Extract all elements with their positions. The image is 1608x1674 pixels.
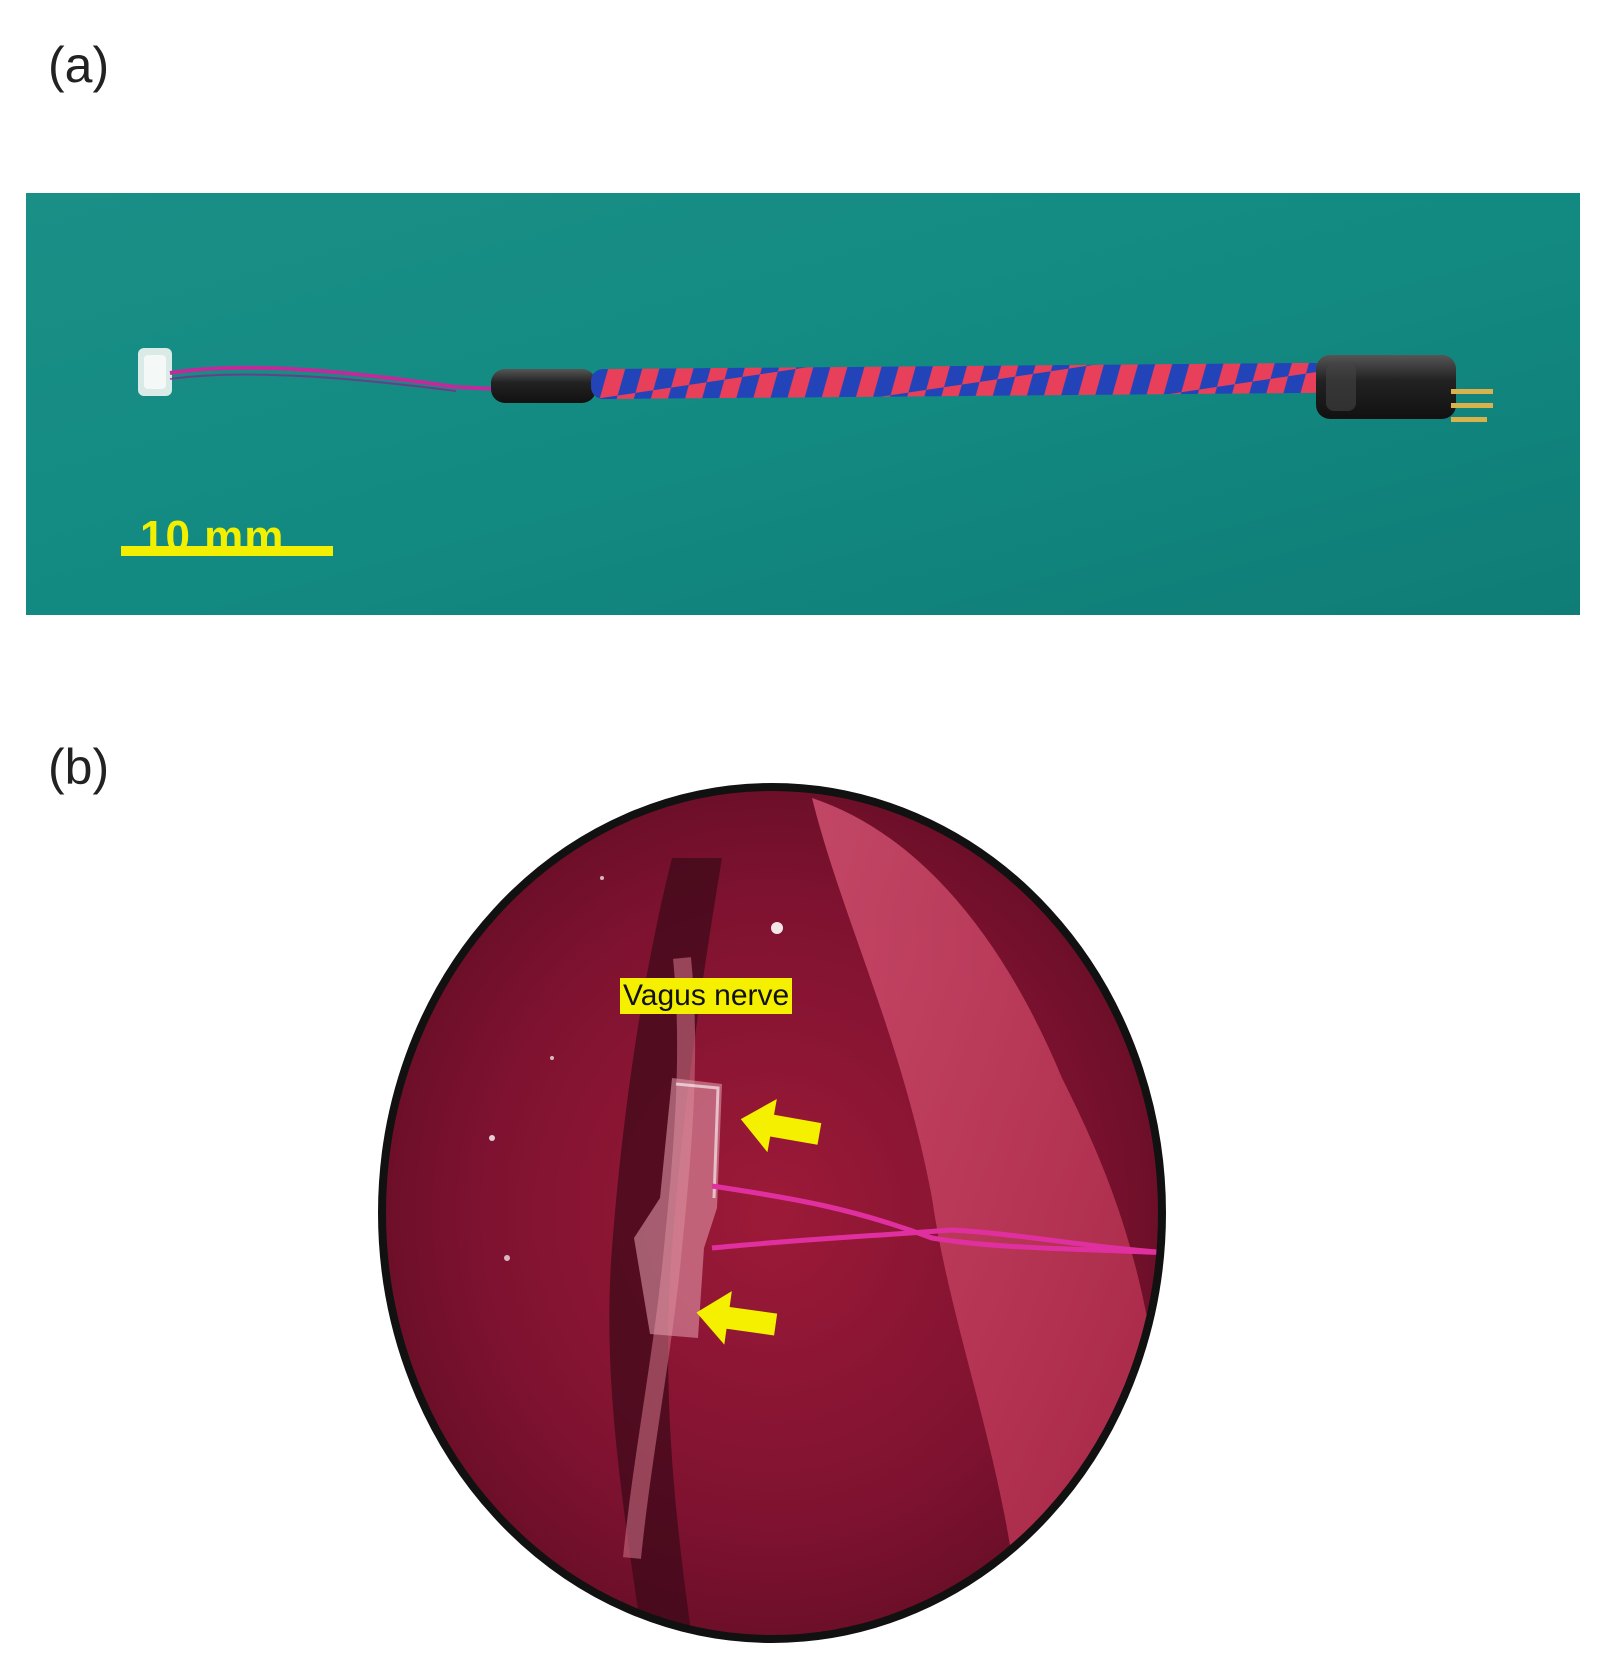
panel-b-label: (b) <box>48 739 110 795</box>
connector <box>1316 355 1493 422</box>
surgical-photo <box>372 778 1172 1648</box>
muscle-tissue <box>812 798 1162 1639</box>
nerve-cuff <box>138 348 172 396</box>
vagus-nerve-label: Vagus nerve <box>620 978 793 1014</box>
thin-lead-wire <box>169 365 497 391</box>
twisted-cable <box>590 362 1327 400</box>
implanted-cuff <box>634 1078 722 1338</box>
lead-wire-1 <box>711 1183 1162 1256</box>
panel-a-label: (a) <box>48 37 110 93</box>
arrow-lower <box>696 1291 778 1345</box>
lead-wire-2 <box>711 1227 1162 1256</box>
scale-bar <box>121 546 333 556</box>
heatshrink-sleeve-1 <box>491 369 596 403</box>
arrow-upper <box>740 1099 822 1153</box>
scale-bar-label: 10 mm <box>140 512 285 561</box>
electrode-photo <box>26 193 1580 615</box>
